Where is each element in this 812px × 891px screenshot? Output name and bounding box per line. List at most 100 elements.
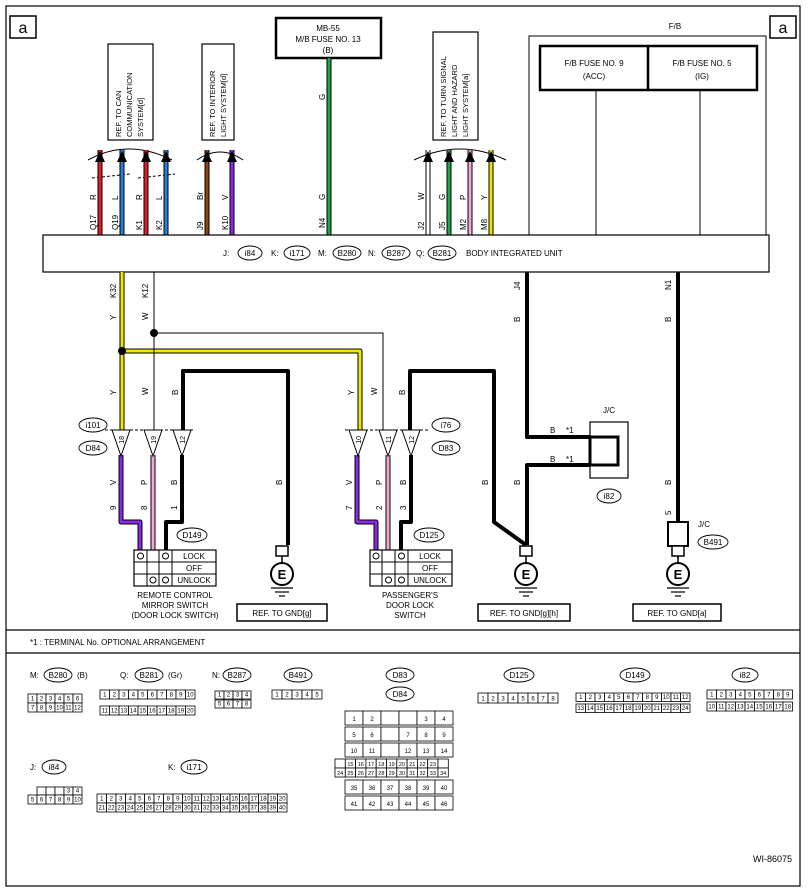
svg-text:M:: M: <box>30 671 39 680</box>
svg-text:DOOR LOCK: DOOR LOCK <box>386 601 435 610</box>
svg-text:4: 4 <box>511 697 515 703</box>
svg-text:1: 1 <box>218 693 222 699</box>
svg-text:a: a <box>779 20 788 37</box>
svg-text:18: 18 <box>784 705 791 711</box>
svg-text:8: 8 <box>551 697 555 703</box>
svg-text:3: 3 <box>399 505 408 510</box>
ground-symbol: E <box>270 545 294 597</box>
svg-text:14: 14 <box>587 706 594 712</box>
svg-text:36: 36 <box>369 786 376 792</box>
svg-text:26: 26 <box>146 806 153 812</box>
svg-text:17: 17 <box>775 705 782 711</box>
svg-text:4: 4 <box>442 717 446 723</box>
top-wire-j2: WJ2 <box>417 150 433 235</box>
svg-text:5: 5 <box>67 697 71 703</box>
svg-text:2: 2 <box>720 693 724 699</box>
svg-text:K:: K: <box>168 763 176 772</box>
svg-text:32: 32 <box>203 806 210 812</box>
svg-text:6: 6 <box>758 693 762 699</box>
svg-text:B: B <box>399 480 408 485</box>
ref-gnd-boxes: REF. TO GND[g] REF. TO GND[g][h] REF. TO… <box>236 603 722 622</box>
svg-text:13: 13 <box>120 709 127 715</box>
svg-text:3: 3 <box>424 717 428 723</box>
svg-text:P: P <box>140 480 149 485</box>
svg-text:5: 5 <box>664 510 673 515</box>
svg-text:1: 1 <box>275 693 279 699</box>
svg-text:*1: *1 <box>566 426 574 435</box>
svg-text:11: 11 <box>369 749 376 755</box>
svg-text:REMOTE CONTROL: REMOTE CONTROL <box>137 591 213 600</box>
joint-connector-i82: J/C B *1 B *1 i82 <box>550 406 629 504</box>
svg-text:11: 11 <box>718 705 725 711</box>
svg-text:Y: Y <box>347 389 356 395</box>
svg-text:4: 4 <box>739 693 743 699</box>
svg-text:(ACC): (ACC) <box>583 72 606 81</box>
svg-text:31: 31 <box>193 806 200 812</box>
svg-text:N1: N1 <box>664 279 673 290</box>
svg-text:a: a <box>19 20 28 37</box>
svg-text:V: V <box>345 479 354 485</box>
svg-text:2: 2 <box>113 693 117 699</box>
svg-text:D83: D83 <box>393 671 408 680</box>
svg-text:i84: i84 <box>245 249 256 258</box>
svg-text:P: P <box>459 195 468 200</box>
svg-text:i82: i82 <box>604 492 615 501</box>
svg-text:J:: J: <box>30 763 36 772</box>
svg-text:B287: B287 <box>228 671 247 680</box>
svg-text:27: 27 <box>368 771 374 777</box>
svg-text:10: 10 <box>187 693 194 699</box>
svg-text:L: L <box>111 195 120 200</box>
svg-text:5: 5 <box>352 733 356 739</box>
svg-text:34: 34 <box>222 806 229 812</box>
switch-d125: D125 LOCK OFF UNLOCK PASSENGER'S DOOR LO… <box>369 527 453 620</box>
svg-text:B281: B281 <box>433 249 452 258</box>
svg-text:1: 1 <box>710 693 714 699</box>
svg-text:9: 9 <box>179 693 183 699</box>
svg-text:1: 1 <box>170 505 179 510</box>
svg-text:16: 16 <box>149 709 156 715</box>
svg-text:10: 10 <box>351 749 358 755</box>
top-wire-m2: PM2 <box>459 150 475 235</box>
svg-text:D125: D125 <box>419 531 439 540</box>
svg-text:B: B <box>275 480 284 485</box>
svg-text:Q17: Q17 <box>89 214 98 230</box>
svg-text:44: 44 <box>405 802 412 808</box>
svg-text:B280: B280 <box>49 671 68 680</box>
svg-text:W: W <box>141 312 150 320</box>
svg-text:Y: Y <box>109 389 118 395</box>
svg-text:Y: Y <box>109 314 118 320</box>
svg-text:6: 6 <box>531 697 535 703</box>
svg-text:16: 16 <box>358 762 364 768</box>
svg-text:18: 18 <box>260 797 267 803</box>
svg-text:REF. TO GND[a]: REF. TO GND[a] <box>647 609 706 618</box>
svg-text:27: 27 <box>155 806 162 812</box>
svg-text:1: 1 <box>579 695 583 701</box>
svg-text:34: 34 <box>440 771 446 777</box>
svg-text:35: 35 <box>231 806 238 812</box>
svg-text:(B): (B) <box>77 671 88 680</box>
svg-text:B: B <box>170 480 179 485</box>
svg-text:11: 11 <box>673 695 680 701</box>
ground-symbol: E <box>666 545 690 597</box>
svg-text:10: 10 <box>184 797 191 803</box>
svg-text:32: 32 <box>419 771 425 777</box>
svg-text:K12: K12 <box>141 283 150 298</box>
svg-text:COMMUNICATION: COMMUNICATION <box>125 73 134 137</box>
body-integrated-unit: J: i84 K: i171 M: B280 N: B287 Q: B281 B… <box>42 234 770 273</box>
svg-text:17: 17 <box>250 797 257 803</box>
fb-box: F/B F/B FUSE NO. 9 (ACC) F/B FUSE NO. 5 … <box>528 22 767 235</box>
svg-text:10: 10 <box>708 705 715 711</box>
svg-text:39: 39 <box>423 786 430 792</box>
svg-text:39: 39 <box>269 806 276 812</box>
svg-text:11: 11 <box>386 436 393 443</box>
svg-text:23: 23 <box>117 806 124 812</box>
svg-text:6: 6 <box>627 695 631 701</box>
svg-text:12: 12 <box>727 705 734 711</box>
corner-label-right: a <box>769 15 797 39</box>
